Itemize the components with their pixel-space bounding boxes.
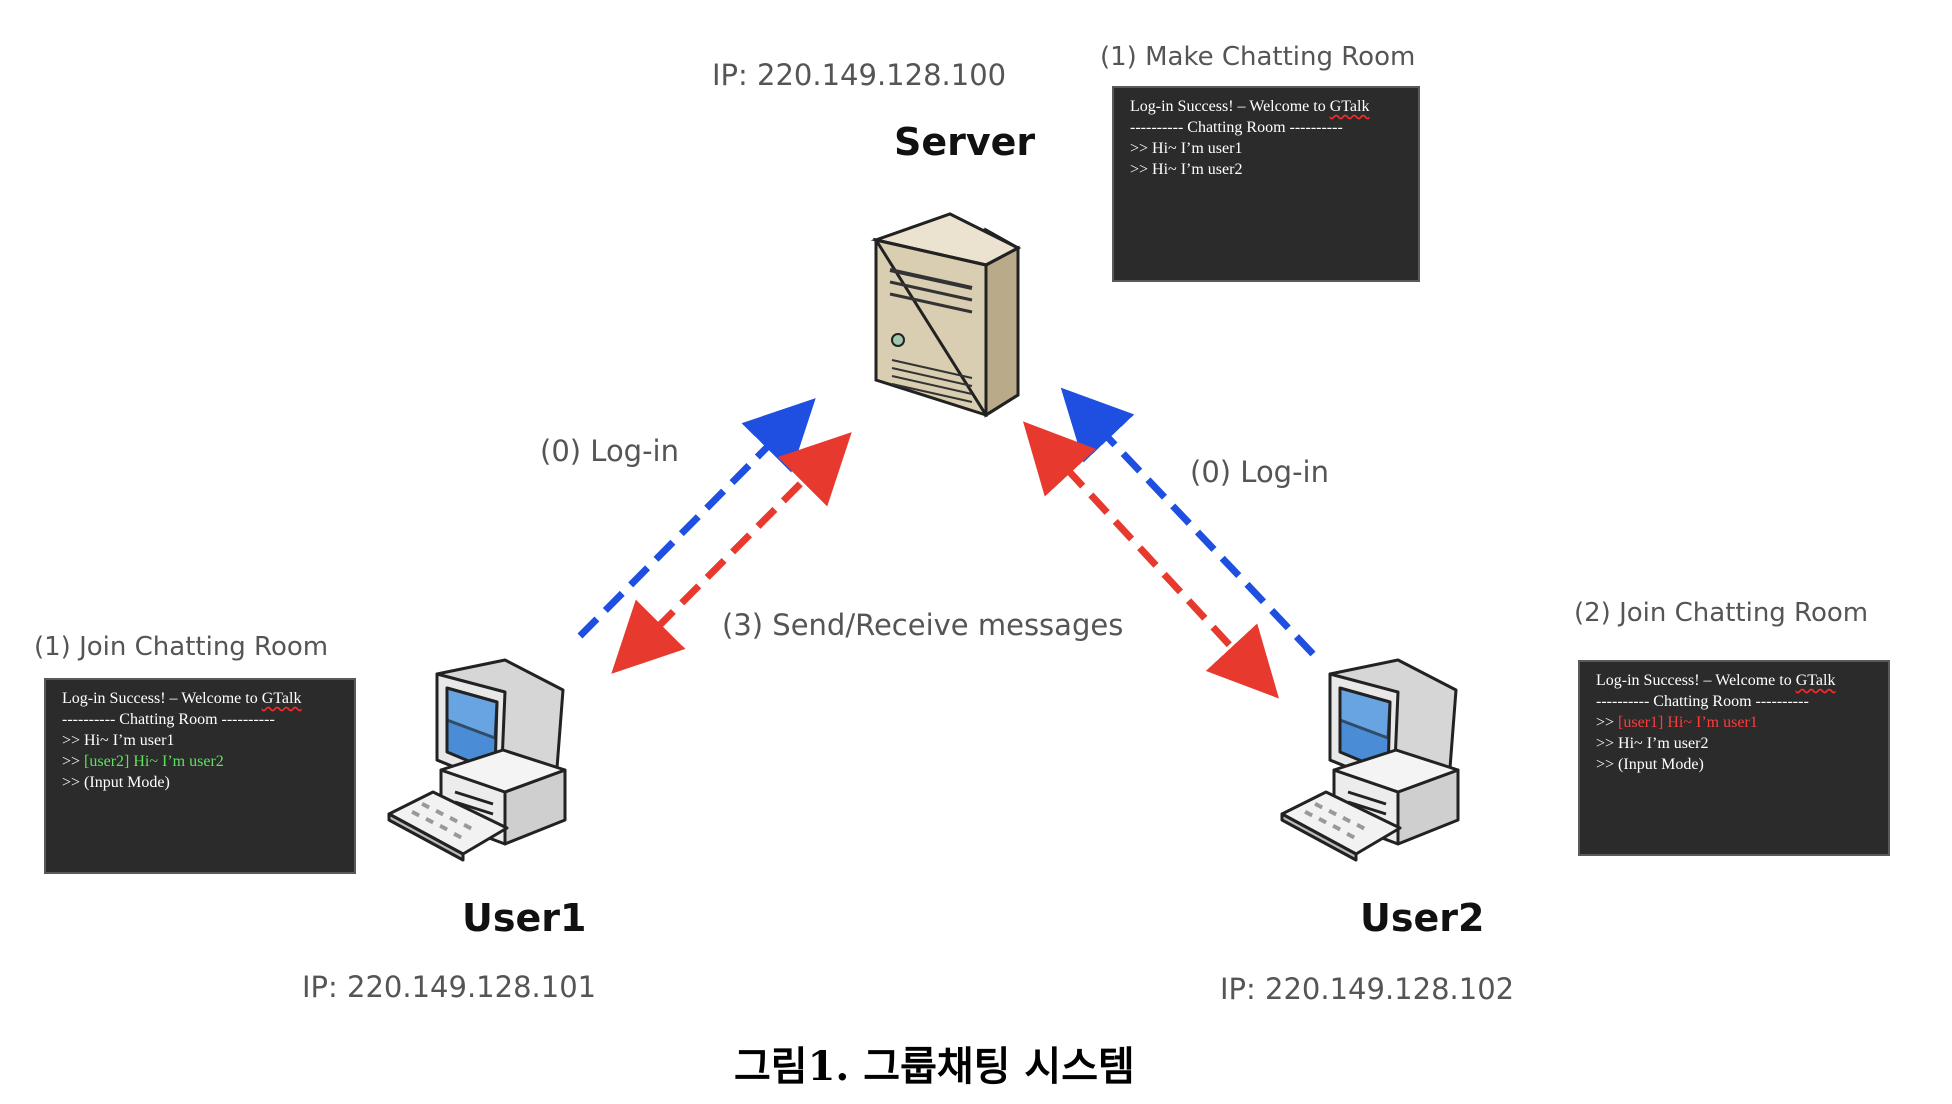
terminal-text-segment: [user2] Hi~ I’m user2 xyxy=(84,753,224,770)
user2-terminal-line: ---------- Chatting Room ---------- xyxy=(1596,691,1872,712)
terminal-text-segment: ---------- Chatting Room ---------- xyxy=(1596,693,1809,710)
terminal-text-segment: >> Hi~ I’m user2 xyxy=(1130,161,1243,178)
user1-ip: IP: 220.149.128.101 xyxy=(302,970,597,1004)
message-arrow-user2 xyxy=(1023,421,1279,699)
server-terminal-line: ---------- Chatting Room ---------- xyxy=(1130,117,1402,138)
server-title: Server xyxy=(894,120,1036,164)
terminal-text-segment: >> Hi~ I’m user1 xyxy=(1130,140,1243,157)
user2-ip: IP: 220.149.128.102 xyxy=(1220,972,1515,1006)
messages-label: (3) Send/Receive messages xyxy=(722,608,1124,642)
user2-terminal-line: Log-in Success! – Welcome to GTalk xyxy=(1596,670,1872,691)
user1-terminal: Log-in Success! – Welcome to GTalk ------… xyxy=(44,678,356,874)
user1-computer-icon xyxy=(387,658,567,862)
login-label-left: (0) Log-in xyxy=(540,434,679,468)
server-ip: IP: 220.149.128.100 xyxy=(712,58,1007,92)
terminal-text-segment: GTalk xyxy=(1795,672,1836,689)
server-tower-icon xyxy=(870,212,1022,418)
user2-title: User2 xyxy=(1360,896,1485,940)
user2-computer-icon xyxy=(1280,658,1460,862)
user1-terminal-line: ---------- Chatting Room ---------- xyxy=(62,709,338,730)
user2-terminal-line: >> [user1] Hi~ I’m user1 xyxy=(1596,712,1872,733)
user1-terminal-line: Log-in Success! – Welcome to GTalk xyxy=(62,688,338,709)
terminal-text-segment: ---------- Chatting Room ---------- xyxy=(1130,119,1343,136)
figure-caption: 그림1. 그룹채팅 시스템 xyxy=(734,1043,1135,1090)
terminal-text-segment: Log-in Success! – Welcome to xyxy=(1596,672,1796,689)
server-terminal-line: Log-in Success! – Welcome to GTalk xyxy=(1130,96,1402,117)
message-arrow-user1 xyxy=(611,432,852,674)
user2-terminal-line: >> (Input Mode) xyxy=(1596,754,1872,775)
server-terminal-label: (1) Make Chatting Room xyxy=(1100,42,1416,72)
terminal-text-segment: >> Hi~ I’m user1 xyxy=(62,732,175,749)
user1-title: User1 xyxy=(462,896,587,940)
server-terminal-line: >> Hi~ I’m user2 xyxy=(1130,159,1402,180)
terminal-text-segment: [user1] Hi~ I’m user1 xyxy=(1618,714,1758,731)
login-label-right: (0) Log-in xyxy=(1190,455,1329,489)
terminal-text-segment: Log-in Success! – Welcome to xyxy=(62,690,262,707)
terminal-text-segment: >> Hi~ I’m user2 xyxy=(1596,735,1709,752)
user1-terminal-line: >> (Input Mode) xyxy=(62,772,338,793)
user2-terminal-line: >> Hi~ I’m user2 xyxy=(1596,733,1872,754)
terminal-text-segment: GTalk xyxy=(1329,98,1370,115)
terminal-text-segment: >> xyxy=(1596,714,1619,731)
user1-terminal-label: (1) Join Chatting Room xyxy=(34,632,329,662)
terminal-text-segment: ---------- Chatting Room ---------- xyxy=(62,711,275,728)
user2-terminal-label: (2) Join Chatting Room xyxy=(1574,598,1869,628)
terminal-text-segment: GTalk xyxy=(261,690,302,707)
user1-terminal-line: >> [user2] Hi~ I’m user2 xyxy=(62,751,338,772)
terminal-text-segment: Log-in Success! – Welcome to xyxy=(1130,98,1330,115)
user1-terminal-line: >> Hi~ I’m user1 xyxy=(62,730,338,751)
terminal-text-segment: >> (Input Mode) xyxy=(62,774,170,791)
server-terminal-line: >> Hi~ I’m user1 xyxy=(1130,138,1402,159)
user2-terminal: Log-in Success! – Welcome to GTalk ------… xyxy=(1578,660,1890,856)
terminal-text-segment: >> (Input Mode) xyxy=(1596,756,1704,773)
server-terminal: Log-in Success! – Welcome to GTalk ------… xyxy=(1112,86,1420,282)
terminal-text-segment: >> xyxy=(62,753,85,770)
